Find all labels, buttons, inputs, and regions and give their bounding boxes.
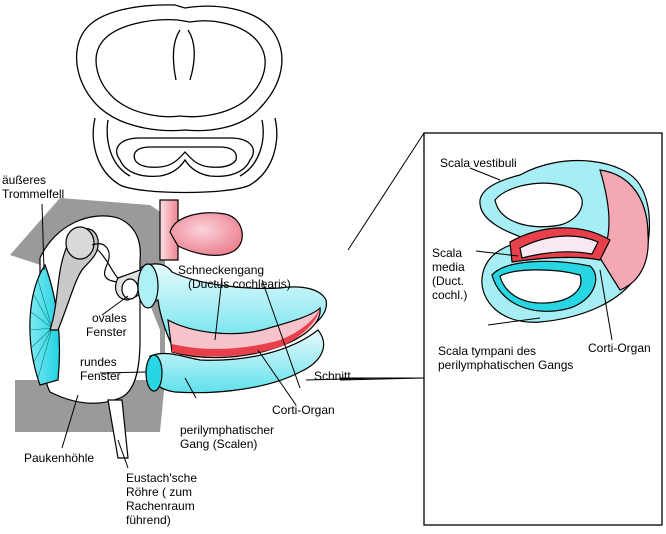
label-corti-organ: Corti-Organ xyxy=(272,403,335,417)
label-round-window-line1: rundes xyxy=(80,355,117,369)
inset-label-scala-media: Scala media (Duct. cochl.) xyxy=(432,246,467,302)
label-eustachian-line3: Rachenraum xyxy=(126,499,195,513)
eustachian-tube xyxy=(107,399,129,459)
label-cochlear-duct: Schneckengang (Ductus cochlearis) xyxy=(178,263,291,291)
label-perilymphatic-line1: perilymphatischer xyxy=(180,423,275,437)
inset-cross-section xyxy=(479,159,650,323)
label-eustachian-line4: führend) xyxy=(126,513,171,527)
inset-scala-tympani-line2: perilymphatischen Gangs xyxy=(438,358,574,372)
label-tympanic-cavity: Paukenhöhle xyxy=(24,451,95,465)
inset-scala-media-line2: media xyxy=(432,260,465,274)
label-oval-window: ovales Fenster xyxy=(86,311,127,339)
inset-scala-tympani-line1: Scala tympani des xyxy=(438,344,537,358)
label-eustachian-line2: Röhre ( zum xyxy=(126,485,193,499)
label-round-window-line2: Fenster xyxy=(80,369,121,383)
eardrum xyxy=(29,263,61,386)
label-perilymphatic-line2: Gang (Scalen) xyxy=(180,437,258,451)
semicircular-canals xyxy=(75,4,283,194)
inset-scala-media-line3: (Duct. xyxy=(432,274,465,288)
label-section: Schnitt xyxy=(314,369,351,383)
inset-scala-media-line4: cochl.) xyxy=(432,288,468,302)
label-eustachian-tube: Eustach'sche Röhre ( zum Rachenraum führ… xyxy=(126,471,197,527)
label-outer-eardrum-line1: äußeres xyxy=(2,173,47,187)
label-cochlear-duct-line1: Schneckengang xyxy=(178,263,265,277)
label-perilymphatic-duct: perilymphatischer Gang (Scalen) xyxy=(180,423,274,451)
inset-label-corti-organ: Corti-Organ xyxy=(588,341,651,355)
label-outer-eardrum: äußeres Trommelfell xyxy=(2,173,64,201)
inset-label-scala-vestibuli: Scala vestibuli xyxy=(440,156,517,170)
label-oval-window-line1: ovales xyxy=(92,311,127,325)
cochlea xyxy=(137,263,327,394)
label-cochlear-duct-line2: (Ductus cochlearis) xyxy=(188,277,291,291)
label-eustachian-line1: Eustach'sche xyxy=(126,471,197,485)
label-round-window: rundes Fenster xyxy=(80,355,121,383)
leader-lines xyxy=(41,132,613,469)
label-oval-window-line2: Fenster xyxy=(86,325,127,339)
vestibule xyxy=(159,199,243,261)
label-outer-eardrum-line2: Trommelfell xyxy=(2,187,65,201)
inset-label-scala-tympani: Scala tympani des perilymphatischen Gang… xyxy=(438,344,573,372)
inset-scala-media-line1: Scala xyxy=(432,246,463,260)
